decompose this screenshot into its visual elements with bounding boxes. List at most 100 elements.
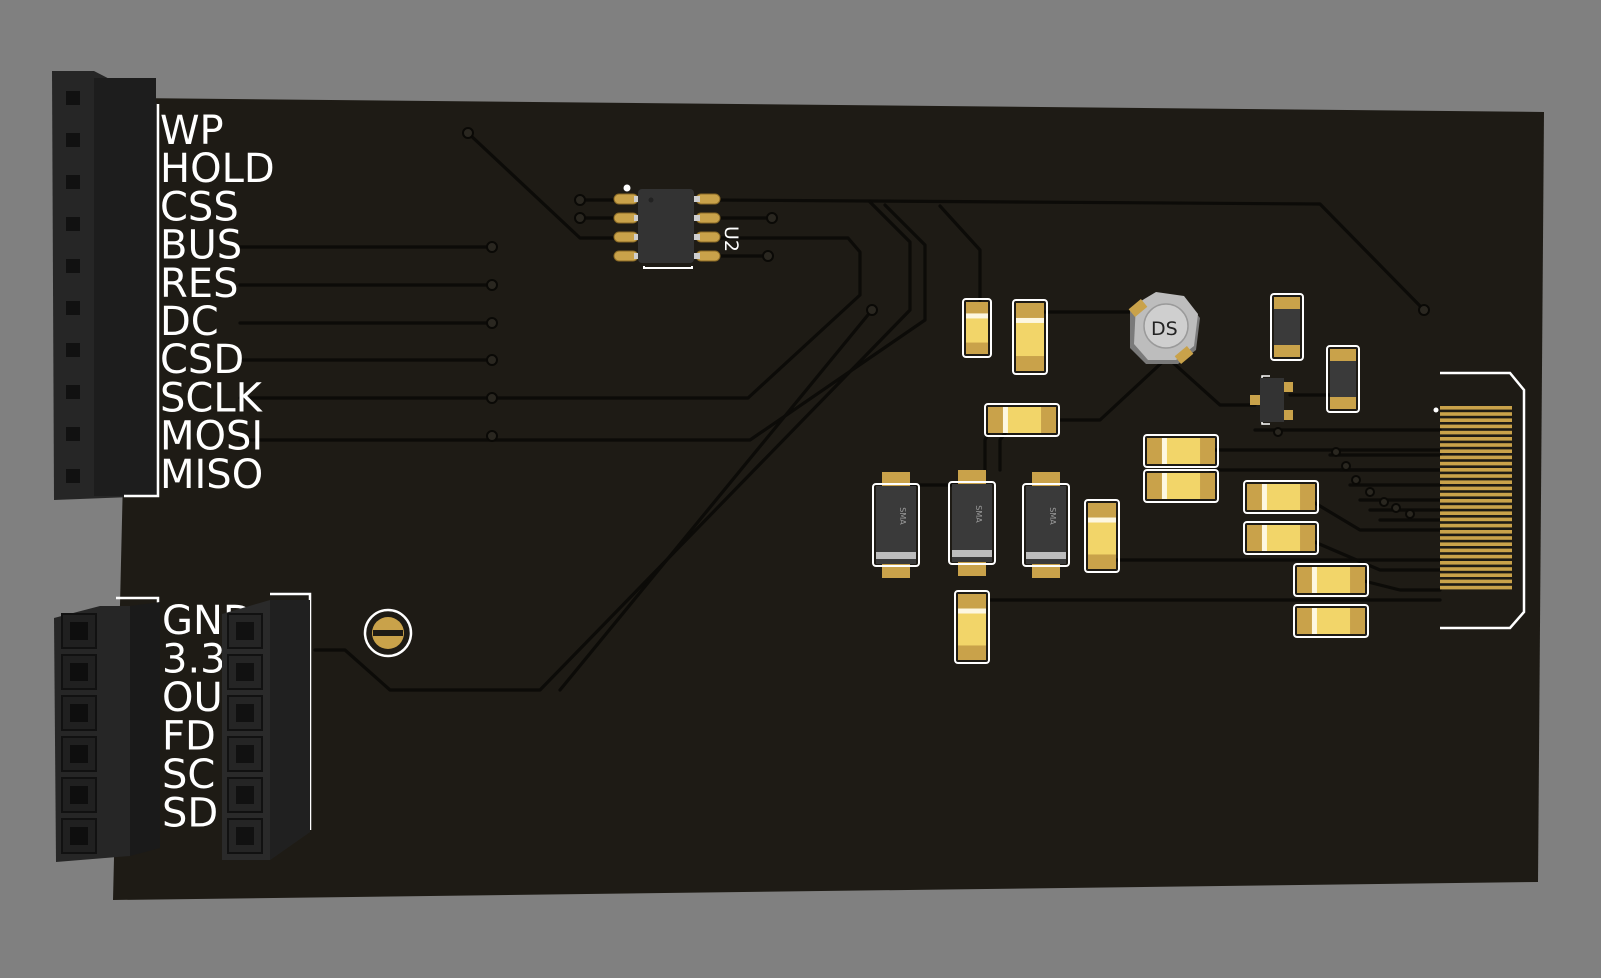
top-pin-header[interactable] xyxy=(52,71,160,500)
smd-chip-component[interactable] xyxy=(954,590,990,664)
header-pin-hole xyxy=(66,301,80,315)
header-pin-hole xyxy=(66,469,80,483)
sma-diode[interactable]: SMA xyxy=(1022,472,1070,578)
sma-diode[interactable]: SMA xyxy=(872,472,920,578)
top-header-pin-label: MISO xyxy=(160,452,263,498)
top-header-pin-label: DC xyxy=(160,299,219,345)
smd-chip-component[interactable] xyxy=(1243,521,1319,555)
bottom-dual-header[interactable] xyxy=(54,600,310,862)
smd-chip-component[interactable] xyxy=(1143,469,1219,503)
edge-finger xyxy=(1440,412,1512,416)
edge-finger xyxy=(1440,424,1512,429)
edge-finger xyxy=(1440,443,1512,447)
edge-finger xyxy=(1440,536,1512,540)
smd-chip-component[interactable] xyxy=(1012,299,1048,375)
edge-finger xyxy=(1440,505,1512,509)
header-pin-hole xyxy=(236,663,254,681)
header-pin-hole xyxy=(66,91,80,105)
edge-finger xyxy=(1440,499,1512,503)
edge-finger xyxy=(1440,474,1512,478)
edge-finger xyxy=(1440,517,1512,522)
header-pin-hole xyxy=(236,622,254,640)
header-pin-hole xyxy=(236,704,254,722)
smd-chip-component[interactable] xyxy=(1143,434,1219,468)
edge-finger xyxy=(1440,455,1512,460)
edge-finger xyxy=(1440,530,1512,534)
smd-resistor[interactable] xyxy=(1326,345,1360,413)
top-header-pin-label: HOLD xyxy=(160,146,275,192)
edge-finger xyxy=(1440,449,1512,453)
header-pin-socket xyxy=(227,613,263,649)
edge-finger xyxy=(1440,567,1512,571)
header-pin-hole xyxy=(70,704,88,722)
header-pin-hole xyxy=(70,786,88,804)
u2-flash-chip[interactable]: U2 xyxy=(613,184,742,269)
bottom-header-pins xyxy=(61,613,263,854)
header-pin-hole xyxy=(66,133,80,147)
smd-chip-component[interactable] xyxy=(1293,563,1369,597)
bottom-header-pin-label: SC xyxy=(162,752,215,798)
smd-chip-component[interactable] xyxy=(1293,604,1369,638)
vias xyxy=(462,127,1430,519)
diode-package-label: SMA xyxy=(898,507,907,525)
top-header-pins xyxy=(66,91,80,483)
header-pin-hole xyxy=(70,745,88,763)
passive-components xyxy=(954,293,1369,664)
edge-finger xyxy=(1440,511,1512,515)
bottom-header-pin-label: FD xyxy=(162,714,216,760)
header-pin-hole xyxy=(66,217,80,231)
edge-finger xyxy=(1440,585,1512,590)
edge-finger xyxy=(1440,486,1512,491)
edge-finger xyxy=(1440,468,1512,472)
header-pin-socket xyxy=(61,736,97,772)
bottom-header-pin-label: 3.3 xyxy=(162,637,226,683)
edge-finger xyxy=(1440,561,1512,565)
edge-finger xyxy=(1440,523,1512,528)
edge-connector-fingers xyxy=(1440,406,1512,590)
header-pin-hole xyxy=(236,827,254,845)
smd-chip-component[interactable] xyxy=(1243,480,1319,514)
header-pin-hole xyxy=(66,343,80,357)
edge-finger xyxy=(1440,573,1512,577)
edge-finger xyxy=(1440,461,1512,466)
diode-package-label: SMA xyxy=(974,505,983,523)
edge-finger xyxy=(1440,492,1512,497)
u2-designator: U2 xyxy=(720,226,742,252)
header-pin-hole xyxy=(66,385,80,399)
ds-inductor[interactable]: DS xyxy=(1128,292,1200,364)
header-pin-hole xyxy=(70,622,88,640)
pcb-board xyxy=(113,98,1544,900)
header-pin-hole xyxy=(66,259,80,273)
smd-chip-component[interactable] xyxy=(1084,499,1120,573)
edge-finger xyxy=(1440,430,1512,435)
smd-chip-component[interactable] xyxy=(962,298,992,358)
smd-resistor[interactable] xyxy=(1270,293,1304,361)
sma-diodes: SMA SMA SMA xyxy=(872,470,1070,578)
top-header-pin-label: RES xyxy=(160,261,238,307)
sot23-transistor[interactable] xyxy=(1250,375,1293,425)
edge-finger xyxy=(1440,437,1512,441)
top-header-pin-label: MOSI xyxy=(160,414,263,460)
edge-finger xyxy=(1440,579,1512,584)
edge-finger xyxy=(1440,548,1512,553)
ds-designator: DS xyxy=(1151,318,1178,340)
edge-finger xyxy=(1440,480,1512,484)
copper-traces xyxy=(238,131,1442,692)
edge-finger xyxy=(1440,406,1512,410)
smd-chip-component[interactable] xyxy=(984,403,1060,437)
sma-diode[interactable]: SMA xyxy=(948,470,996,576)
top-header-pin-label: WP xyxy=(160,108,224,154)
mounting-hole xyxy=(363,608,413,658)
header-pin-hole xyxy=(70,663,88,681)
header-pin-hole xyxy=(236,786,254,804)
card-edge-connector[interactable] xyxy=(1433,371,1526,630)
top-header-pin-label: CSD xyxy=(160,337,244,383)
edge-finger xyxy=(1440,554,1512,559)
edge-finger xyxy=(1440,542,1512,546)
header-pin-hole xyxy=(236,745,254,763)
edge-finger xyxy=(1440,418,1512,422)
